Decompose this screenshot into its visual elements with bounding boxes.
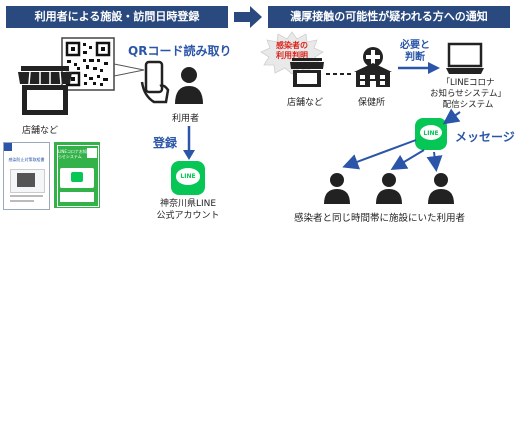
- store-icon: [18, 66, 72, 115]
- qr-read-label: QRコード読み取り: [128, 44, 232, 58]
- qr-bubble-connector: [113, 63, 145, 77]
- register-arrow-icon: [183, 126, 195, 160]
- poster1-title: 感染防止対策取組書: [8, 157, 45, 162]
- register-label: 登録: [153, 136, 178, 150]
- store-label-right: 店舗など: [287, 98, 324, 108]
- line-logo-icon: LINE: [171, 161, 205, 195]
- infected-badge-label: 感染者の 利用判明: [276, 41, 308, 60]
- poster-infection-prevention: 感染防止対策取組書: [3, 142, 50, 210]
- store-icon-right: [290, 58, 324, 87]
- user-person-icon: [175, 67, 203, 104]
- needed-judgement-label: 必要と 判断: [400, 40, 430, 63]
- header-left: 利用者による施設・訪問日時登録: [6, 6, 228, 28]
- poster-line-corona: LINEコロナお知らせシステム: [54, 142, 100, 208]
- computer-icon: [446, 42, 484, 74]
- arrow-right-icon: [234, 6, 262, 28]
- store-label-left: 店舗など: [22, 126, 59, 136]
- health-center-label: 保健所: [358, 98, 386, 108]
- recipient-person-icon-3: [428, 173, 454, 204]
- recipient-person-icon-1: [324, 173, 350, 204]
- link-dashed-line: [326, 73, 352, 75]
- recipients-label: 感染者と同じ時間帯に施設にいた利用者: [294, 213, 466, 224]
- line-account-label: 神奈川県LINE 公式アカウント: [156, 199, 220, 221]
- recipient-person-icon-2: [376, 173, 402, 204]
- user-label-left: 利用者: [172, 114, 200, 124]
- smartphone-icon: [140, 60, 170, 104]
- poster2-title: LINEコロナお知らせシステム: [58, 149, 87, 159]
- line-message-logo-icon: LINE: [415, 118, 447, 150]
- system-label: 「LINEコロナ お知らせシステム」 配信システム: [429, 78, 507, 110]
- header-right: 濃厚接触の可能性が疑われる方への通知: [268, 6, 510, 28]
- arrow-to-system-icon: [398, 62, 440, 74]
- message-label: メッセージ: [455, 130, 515, 144]
- health-center-icon: [354, 47, 392, 87]
